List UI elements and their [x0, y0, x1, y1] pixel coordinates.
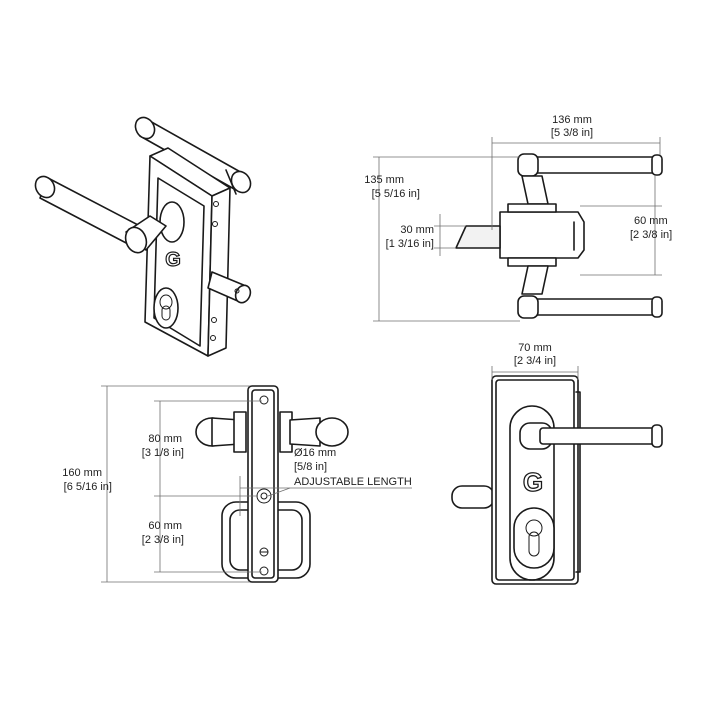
label-16-in: [5/8 in]	[294, 461, 327, 473]
dim-70	[491, 366, 579, 380]
left-handle-side	[195, 411, 247, 453]
cylinder-front	[513, 507, 555, 569]
label-135-mm: 135 mm	[364, 174, 404, 186]
label-80-mm: 80 mm	[148, 433, 182, 445]
logo-g-iso: G	[165, 249, 181, 271]
label-136-in: [5 3/8 in]	[551, 127, 593, 139]
label-70-mm: 70 mm	[518, 342, 552, 354]
plate-side	[247, 385, 279, 583]
label-60-side-mm: 60 mm	[148, 520, 182, 532]
label-135-in: [5 5/16 in]	[372, 188, 420, 200]
label-80-in: [3 1/8 in]	[142, 447, 184, 459]
isometric-view: G	[34, 116, 252, 357]
logo-g-front: G	[523, 467, 543, 497]
dim-60-side	[154, 496, 262, 573]
dim-16	[239, 476, 412, 516]
top-view: 136 mm [5 3/8 in] 135 mm [5 5/16 in] 30 …	[364, 114, 672, 322]
label-adjustable-length: ADJUSTABLE LENGTH	[294, 476, 412, 488]
dim-30	[434, 214, 466, 256]
label-16-mm: Ø16 mm	[294, 447, 336, 459]
latch-bolt-iso	[207, 271, 252, 304]
handle-front	[519, 422, 663, 450]
front-view: G 70 mm [2 3/4 in]	[451, 342, 663, 585]
latch-bolt-top	[455, 225, 501, 249]
label-70-in: [2 3/4 in]	[514, 355, 556, 367]
dim-60-top	[580, 176, 662, 276]
front-handle	[34, 175, 167, 254]
label-30-in: [1 3/16 in]	[386, 238, 434, 250]
label-60-top-mm: 60 mm	[634, 215, 668, 227]
label-160-mm: 160 mm	[62, 467, 102, 479]
latch-bolt-front	[451, 485, 495, 509]
upper-handle-top	[517, 153, 663, 205]
label-30-mm: 30 mm	[400, 224, 434, 236]
label-60-side-in: [2 3/8 in]	[142, 534, 184, 546]
dim-136	[491, 137, 661, 230]
lower-handle-top	[517, 265, 663, 319]
dim-160	[101, 385, 250, 583]
label-160-in: [6 5/16 in]	[64, 481, 112, 493]
dim-135	[373, 156, 520, 322]
right-handle-side	[279, 411, 349, 453]
dim-80	[154, 400, 262, 497]
label-136-mm: 136 mm	[552, 114, 592, 126]
back-handle	[134, 116, 252, 195]
lock-body-top	[499, 203, 585, 267]
side-view: 160 mm [6 5/16 in] 80 mm [3 1/8 in] 60 m…	[62, 385, 412, 583]
label-60-top-in: [2 3/8 in]	[630, 229, 672, 241]
